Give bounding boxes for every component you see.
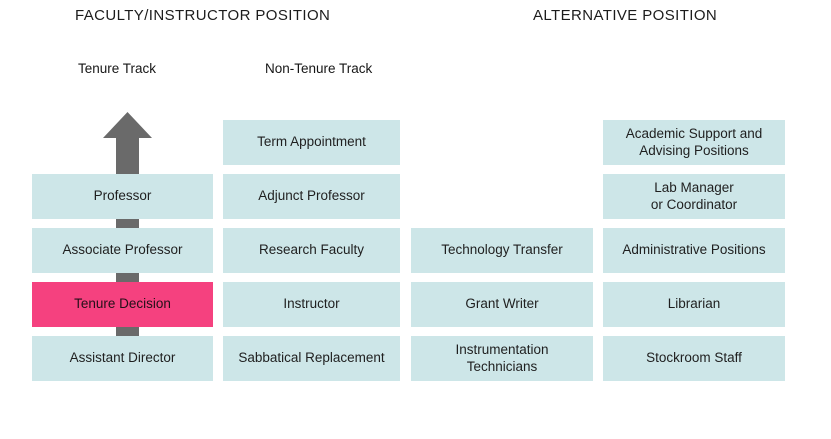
box-lab-manager-coordinator: Lab Manager or Coordinator <box>603 174 785 219</box>
box-professor: Professor <box>32 174 213 219</box>
box-academic-support-advising: Academic Support and Advising Positions <box>603 120 785 165</box>
box-tenure-decision: Tenure Decision <box>32 282 213 327</box>
faculty-instructor-position-title: FACULTY/INSTRUCTOR POSITION <box>75 7 331 24</box>
alternative-position-title: ALTERNATIVE POSITION <box>533 7 718 24</box>
box-grant-writer: Grant Writer <box>411 282 593 327</box>
up-arrow-icon <box>103 112 152 336</box>
box-sabbatical-replacement: Sabbatical Replacement <box>223 336 400 381</box>
box-stockroom-staff: Stockroom Staff <box>603 336 785 381</box>
box-technology-transfer: Technology Transfer <box>411 228 593 273</box>
box-assistant-director: Assistant Director <box>32 336 213 381</box>
box-research-faculty: Research Faculty <box>223 228 400 273</box>
box-instrumentation-technicians: Instrumentation Technicians <box>411 336 593 381</box>
box-adjunct-professor: Adjunct Professor <box>223 174 400 219</box>
box-term-appointment: Term Appointment <box>223 120 400 165</box>
tenure-track-subheader: Tenure Track <box>78 61 157 76</box>
box-instructor: Instructor <box>223 282 400 327</box>
non-tenure-track-subheader: Non-Tenure Track <box>265 61 373 76</box>
box-administrative-positions: Administrative Positions <box>603 228 785 273</box>
box-librarian: Librarian <box>603 282 785 327</box>
box-associate-professor: Associate Professor <box>32 228 213 273</box>
